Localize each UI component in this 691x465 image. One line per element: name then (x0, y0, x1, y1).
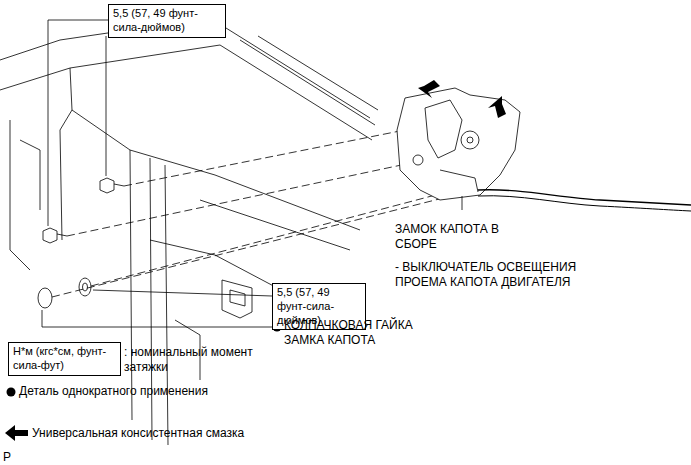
bolt (43, 228, 57, 243)
legend-arrow (5, 425, 28, 441)
frame-member (165, 165, 168, 445)
bracket (222, 280, 252, 318)
torque-value: Н*м (кгс*см, фунт-сила-фут) (13, 345, 116, 373)
hood-lock-part (440, 170, 478, 192)
legend-item: : номинальный момент затяжки (124, 345, 254, 374)
hood-lock (397, 88, 520, 200)
leader-line (93, 290, 272, 296)
part-label: - ВЫКЛЮЧАТЕЛЬ ОСВЕЩЕНИЯ ПРОЕМА КАПОТА ДВ… (395, 260, 623, 289)
washer-hole (83, 283, 88, 291)
dashed-line (124, 125, 430, 186)
leader-line (42, 310, 272, 327)
frame-edge (0, 45, 372, 140)
page-code: P (3, 450, 23, 465)
grease-arrow (488, 96, 506, 118)
hood-lock-part (467, 137, 473, 143)
legend-text: : номинальный момент затяжки (124, 345, 253, 374)
frame-edge (70, 68, 360, 230)
cable (478, 196, 691, 211)
bracket (230, 290, 245, 306)
frame-member (130, 150, 132, 420)
hood-lock-part (461, 131, 479, 149)
bolt (100, 178, 114, 193)
leader-line (48, 20, 108, 226)
dashed-line (52, 195, 455, 297)
bolt-shank (57, 234, 67, 236)
part-label: КОЛПАЧКОВАЯ ГАЙКА ЗАМКА КАПОТА (284, 318, 442, 347)
legend-item: Деталь однократного применения (19, 384, 289, 399)
dashed-line (67, 160, 425, 236)
cap-nut (38, 288, 52, 308)
washer (79, 278, 91, 296)
frame-edge (60, 110, 72, 240)
hood-lock-part (413, 155, 423, 165)
frame-edge (20, 140, 40, 210)
frame-edge (10, 120, 30, 270)
frame-edge (200, 200, 350, 250)
torque-box: Н*м (кгс*см, фунт-сила-фут) (8, 342, 121, 376)
leader-line (462, 196, 463, 210)
legend-bullet (7, 388, 16, 397)
part-label: ЗАМОК КАПОТА В СБОРЕ (395, 222, 507, 251)
legend-text: Деталь однократного применения (19, 384, 208, 398)
bolt-shank (114, 184, 124, 186)
legend-text: Универсальная консистентная смазка (32, 426, 244, 440)
leader-line (106, 36, 107, 176)
cable (478, 190, 691, 205)
legend-item: Универсальная консистентная смазка (32, 426, 322, 441)
torque-box: 5,5 (57, 49 фунт-сила-дюймов) (108, 4, 226, 38)
frame-edge (258, 36, 378, 110)
grease-arrow (418, 80, 440, 98)
torque-value: 5,5 (57, 49 фунт-сила-дюймов) (113, 7, 221, 35)
frame-edge (240, 40, 375, 125)
hood-lock-part (425, 100, 462, 158)
